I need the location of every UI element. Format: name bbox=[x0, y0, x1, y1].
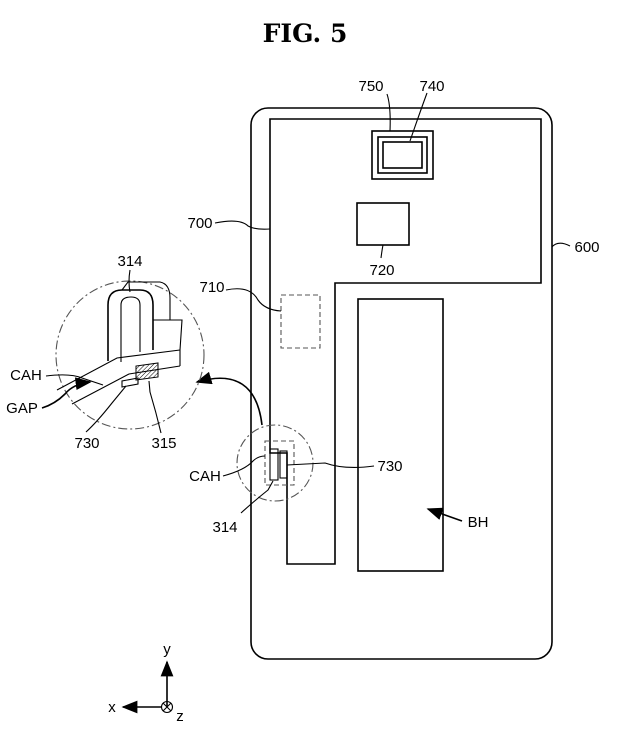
detail-circle-left bbox=[55, 280, 205, 430]
camera-frame-750-inner bbox=[377, 136, 428, 174]
figure-title: FIG. 5 bbox=[263, 19, 348, 48]
axis-y-label: y bbox=[163, 641, 171, 658]
leader-315 bbox=[148, 380, 162, 434]
label-315: 315 bbox=[151, 435, 176, 452]
plate-upper-edge bbox=[56, 349, 181, 391]
leader-600 bbox=[551, 242, 571, 248]
magnify-arrow bbox=[195, 371, 263, 426]
label-314-top: 314 bbox=[117, 253, 142, 270]
connector-730-right bbox=[279, 450, 288, 479]
connector-314-right bbox=[269, 448, 279, 481]
inner-member-700 bbox=[269, 118, 542, 565]
camera-lens-740 bbox=[382, 141, 423, 169]
region-710 bbox=[280, 294, 321, 349]
label-730-left: 730 bbox=[74, 435, 99, 452]
leader-314-bottom bbox=[240, 480, 274, 514]
leader-750 bbox=[386, 93, 391, 132]
flex-connector-314-back bbox=[121, 281, 183, 351]
label-314-bottom: 314 bbox=[212, 519, 237, 536]
leader-gap bbox=[41, 377, 92, 409]
label-720: 720 bbox=[369, 262, 394, 279]
component-720 bbox=[356, 202, 410, 246]
leader-314-top bbox=[128, 269, 131, 293]
label-750: 750 bbox=[358, 78, 383, 95]
detail-circle-right bbox=[236, 424, 314, 502]
label-730-right: 730 bbox=[377, 458, 402, 475]
flex-connector-314-inner bbox=[120, 296, 141, 362]
label-700: 700 bbox=[187, 215, 212, 232]
leader-710 bbox=[225, 288, 282, 312]
leader-740 bbox=[409, 92, 428, 142]
label-bh: BH bbox=[468, 514, 489, 531]
label-740: 740 bbox=[419, 78, 444, 95]
label-gap: GAP bbox=[6, 400, 38, 417]
component-730-left bbox=[121, 377, 139, 388]
label-600: 600 bbox=[574, 239, 599, 256]
battery-hole-bh bbox=[357, 298, 444, 572]
leader-cah-left bbox=[45, 374, 104, 386]
leader-bh bbox=[426, 507, 463, 522]
leader-720 bbox=[380, 244, 384, 259]
camera-module-750 bbox=[371, 130, 434, 180]
axis-z-symbol bbox=[160, 700, 174, 714]
axis-z-cross-b bbox=[162, 702, 172, 712]
flex-connector-314 bbox=[107, 289, 154, 361]
leader-700 bbox=[214, 220, 271, 230]
label-710: 710 bbox=[199, 279, 224, 296]
contact-area-cah-right bbox=[264, 440, 295, 486]
plate-lower-edge bbox=[71, 365, 181, 405]
axis-z-label: z bbox=[176, 708, 184, 725]
label-cah-right: CAH bbox=[189, 468, 221, 485]
leader-730-left bbox=[85, 385, 127, 433]
leader-cah-right bbox=[222, 455, 266, 477]
axis-x-label: x bbox=[108, 699, 116, 716]
device-body-600 bbox=[250, 107, 553, 660]
leader-730-right bbox=[286, 462, 375, 469]
label-cah-left: CAH bbox=[10, 367, 42, 384]
pad-315 bbox=[135, 362, 159, 381]
